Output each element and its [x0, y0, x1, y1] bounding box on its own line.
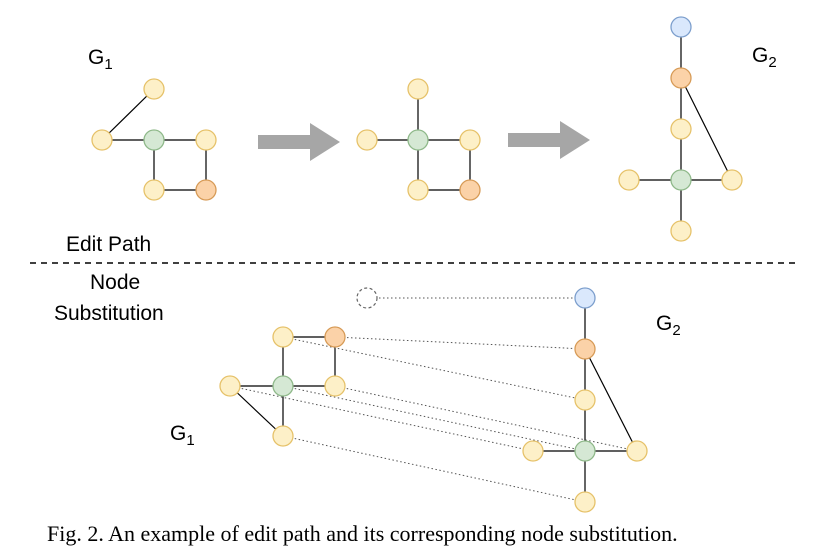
- mid-node: [407, 78, 429, 100]
- label-substitution: Substitution: [54, 302, 164, 325]
- arrow-1: [258, 123, 340, 161]
- mid-node-center: [407, 129, 429, 151]
- mid-node: [459, 129, 481, 151]
- g1-bottom-node: [272, 425, 294, 447]
- g1-bottom-node: [219, 375, 241, 397]
- g1-bottom-node: [272, 326, 294, 348]
- g1-top-node: [143, 179, 165, 201]
- g1-bottom-edge-diag: [229, 385, 284, 437]
- substitution-links: [229, 297, 638, 503]
- nodes-layer: [91, 16, 743, 513]
- label-g1-bottom: G1: [170, 422, 195, 449]
- g2-bottom-node-center: [574, 440, 596, 462]
- g2-bottom-node: [574, 491, 596, 513]
- g1-bottom-node: [324, 375, 346, 397]
- sub-link-center: [282, 385, 586, 452]
- g2-top-node: [618, 169, 640, 191]
- g2-bottom-edge-diag: [584, 348, 638, 452]
- g2-top-node: [670, 220, 692, 242]
- g2-top-node: [670, 118, 692, 140]
- g2-top-node-orange: [670, 67, 692, 89]
- g2-bottom-node: [574, 389, 596, 411]
- label-g1-top: G1: [88, 46, 113, 73]
- g2-bottom-node-blue: [574, 287, 596, 309]
- g1-bottom-node-orange: [324, 326, 346, 348]
- g1-bottom-node-dummy: [356, 287, 378, 309]
- g2-bottom-node: [626, 440, 648, 462]
- g2-top-edge-diag: [680, 77, 733, 181]
- sub-link: [282, 336, 586, 401]
- arrows-layer: [258, 121, 590, 161]
- g1-top-edge-diag: [101, 88, 155, 141]
- g2-bottom-node-orange: [574, 338, 596, 360]
- mid-node: [407, 179, 429, 201]
- g1-top-node: [143, 78, 165, 100]
- g1-top-node: [195, 129, 217, 151]
- g2-top-node-center: [670, 169, 692, 191]
- mid-node-orange: [459, 179, 481, 201]
- g1-bottom-node-center: [272, 375, 294, 397]
- arrow-2: [508, 121, 590, 159]
- g1-top-node-center: [143, 129, 165, 151]
- mid-node: [356, 129, 378, 151]
- sub-link: [334, 385, 638, 452]
- g2-bottom-node: [522, 440, 544, 462]
- label-node: Node: [90, 271, 140, 294]
- g2-top-node: [721, 169, 743, 191]
- g1-top-node-orange: [195, 179, 217, 201]
- figure-caption: Fig. 2. An example of edit path and its …: [47, 521, 678, 546]
- sub-link-orange: [334, 336, 586, 350]
- label-edit-path: Edit Path: [66, 233, 151, 256]
- g2-top-node-blue: [670, 16, 692, 38]
- g1-top-node: [91, 129, 113, 151]
- label-g2-bottom: G2: [656, 312, 681, 339]
- label-g2-top: G2: [752, 44, 777, 71]
